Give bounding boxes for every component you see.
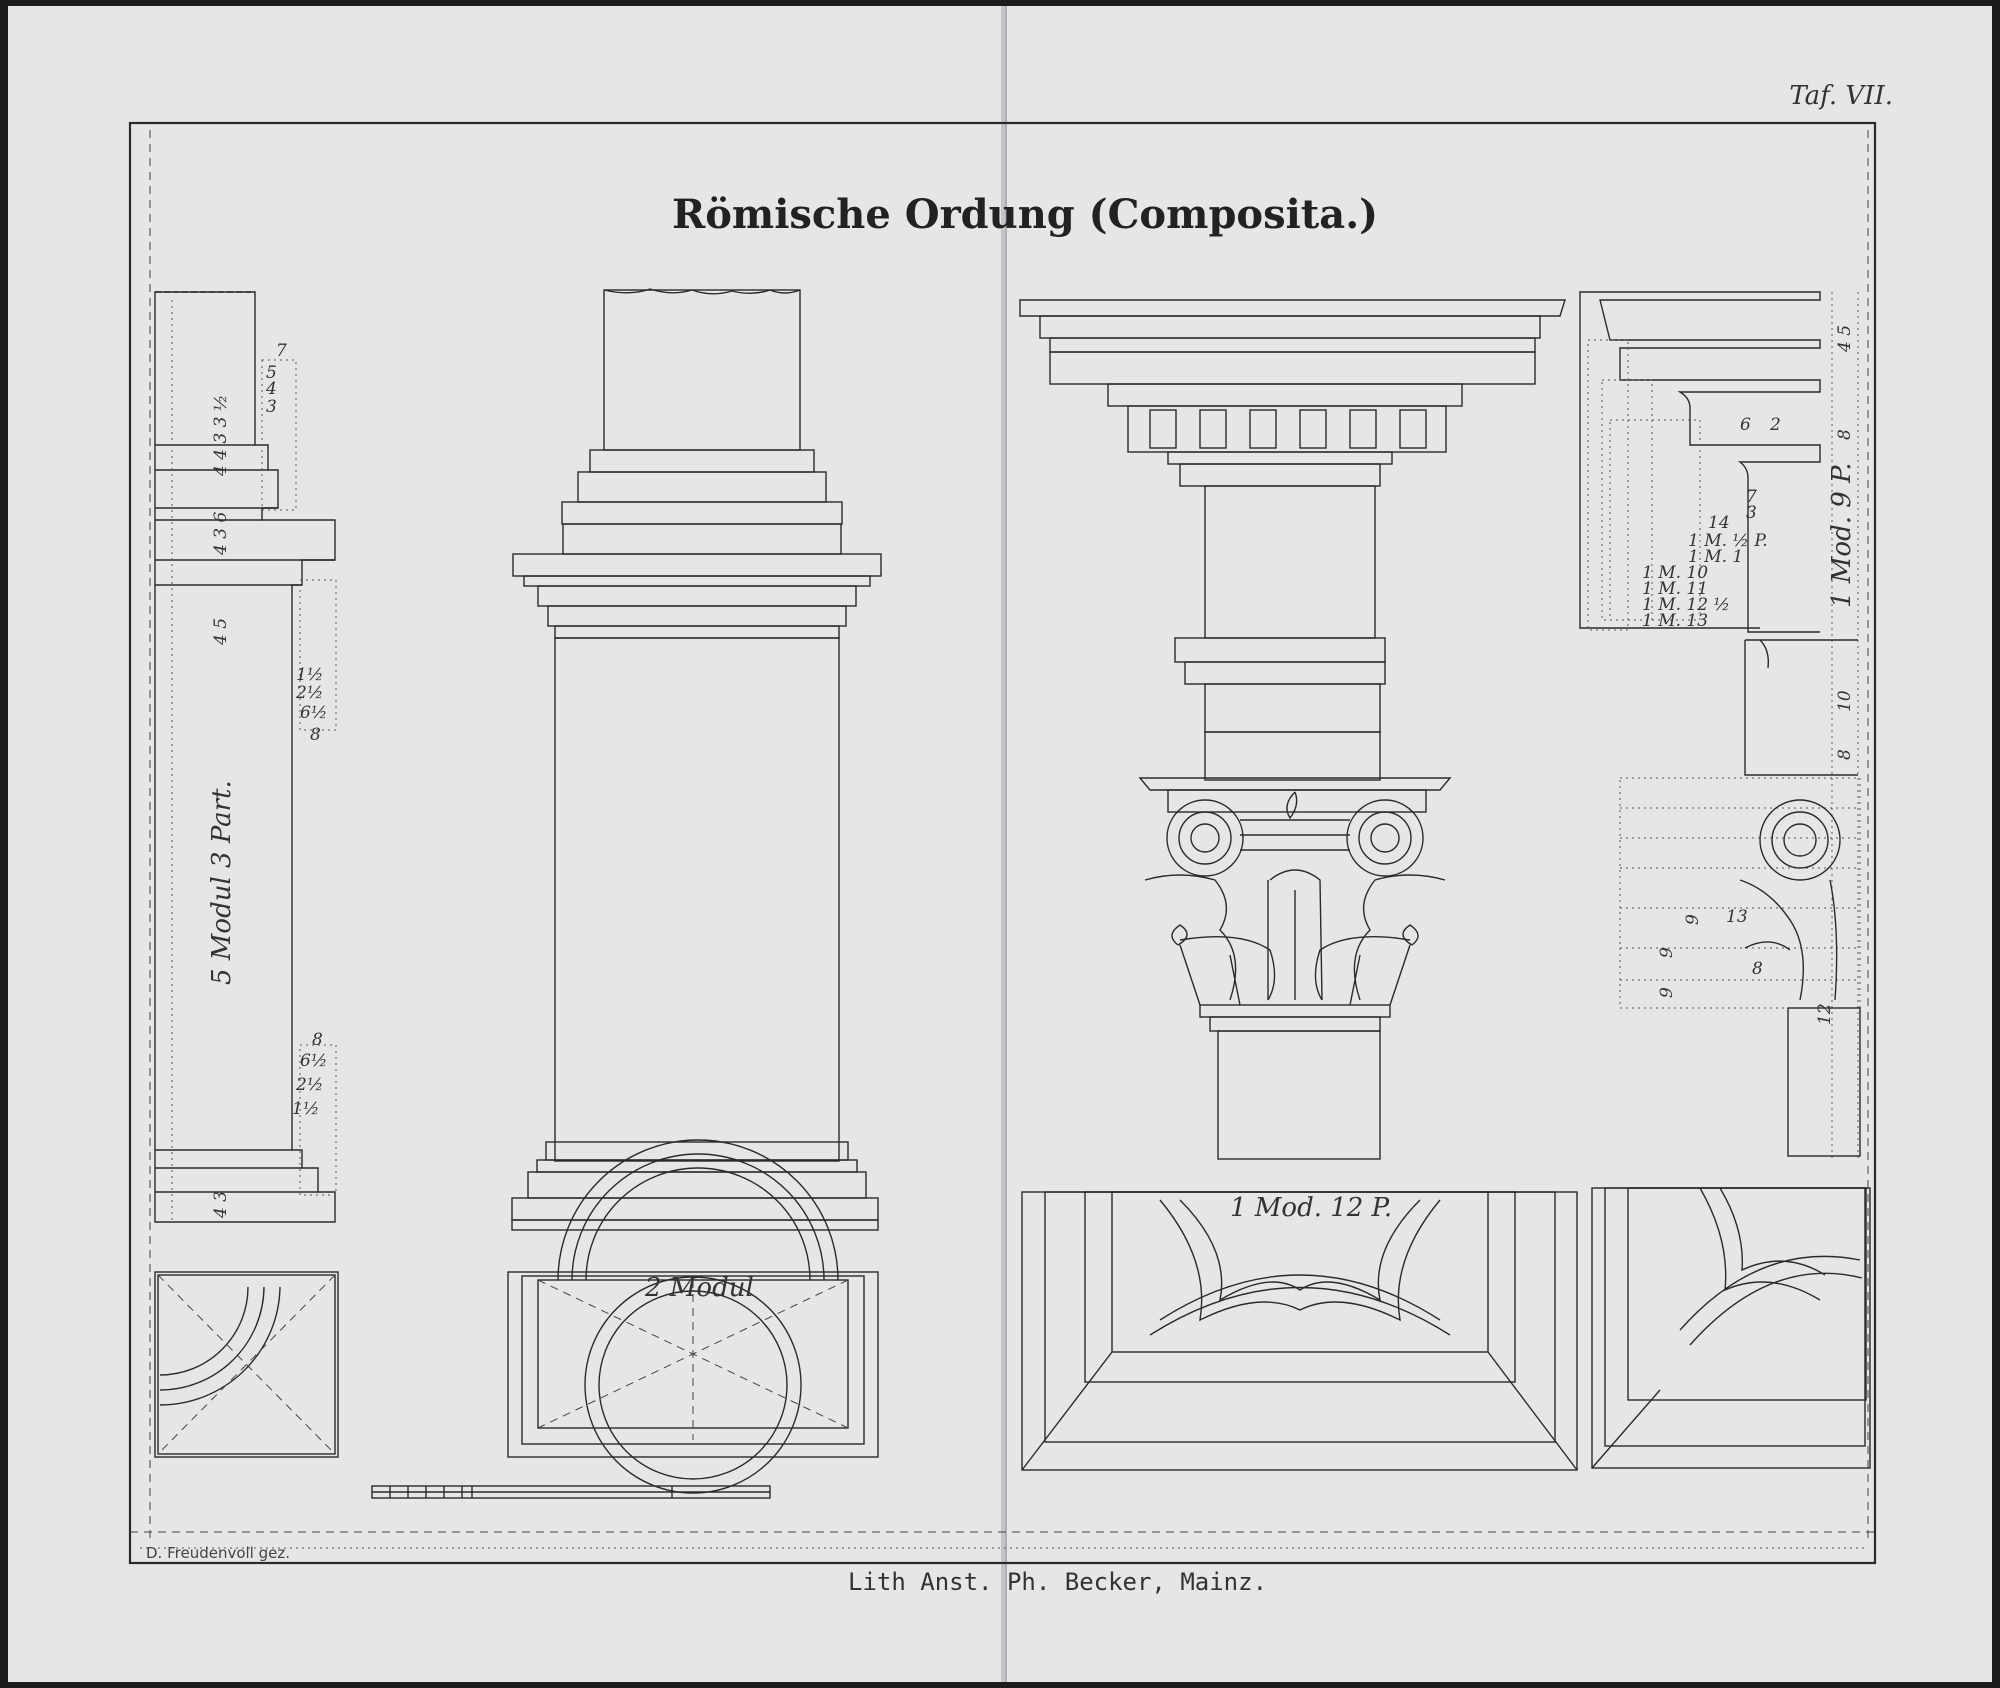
dim-lower-4: 1½ xyxy=(292,1099,319,1119)
dim-vert-4: 4 3 xyxy=(211,1191,231,1219)
capital-module-label: 1 Mod. 12 P. xyxy=(1230,1193,1392,1223)
dim-top-7: 7 xyxy=(276,341,287,361)
paper xyxy=(8,6,1992,1682)
dim-shaft-2: 2½ xyxy=(295,683,323,703)
pedestal-elevation xyxy=(511,288,882,1231)
left-base-plan xyxy=(154,1271,339,1458)
dim-cap-9c: 9 xyxy=(1683,914,1703,925)
lithographer-imprint: Lith Anst. Ph. Becker, Mainz. xyxy=(848,1568,1267,1596)
dim-top-3: 3 xyxy=(266,397,277,417)
dim-cap-13: 13 xyxy=(1726,907,1748,927)
right-module-label: 1 Mod. 9 P. xyxy=(1827,462,1857,608)
dim-r-14: 14 xyxy=(1708,513,1730,533)
dim-r-mod-4: 1 M. 11 xyxy=(1642,579,1708,599)
capital-plan-right xyxy=(1591,1187,1871,1469)
dim-lower-3: 2½ xyxy=(295,1075,323,1095)
plate-number: Taf. VII. xyxy=(1789,81,1893,111)
dim-r-vert-1: 4 5 xyxy=(1835,325,1855,353)
entablature-elevation xyxy=(1019,299,1566,781)
dim-cap-9b: 9 xyxy=(1657,947,1677,958)
composite-capital xyxy=(1138,777,1452,1160)
scale-bar xyxy=(371,1485,771,1499)
dim-vert-1: 4 4 3 3 ½ xyxy=(211,395,231,477)
drawing-frame xyxy=(128,121,1877,1565)
dim-r-6: 6 xyxy=(1740,415,1751,435)
dim-r-2: 2 xyxy=(1769,415,1781,435)
dim-top-4: 4 xyxy=(265,379,277,399)
dim-r-mod-1: 1 M. ½ P. xyxy=(1688,531,1768,551)
dim-vert-2: 4 3 6 xyxy=(211,512,231,556)
dim-shaft-1: 1½ xyxy=(296,665,323,685)
left-height-label: 5 Modul 3 Part. xyxy=(207,780,237,985)
capital-plan: 1 Mod. 12 P. xyxy=(1021,1191,1578,1471)
dim-lower-1: 8 xyxy=(312,1030,323,1050)
dim-r-vert-2: 8 xyxy=(1835,429,1855,440)
dim-shaft-3: 6½ xyxy=(300,703,327,723)
dim-r-mod-5: 1 M. 12 ½ xyxy=(1642,595,1730,615)
plate-title: Römische Ordung (Composita.) xyxy=(672,191,1378,238)
draftsman-credit: D. Freudenvoll gez. xyxy=(146,1544,290,1562)
dim-r-7: 7 xyxy=(1746,487,1757,507)
left-dimension-ladder: 7 5 4 3 1½ 2½ 6½ 8 8 6½ 2½ 1½ 4 4 3 3 ½ … xyxy=(207,341,337,1219)
dim-r-mod-6: 1 M. 13 xyxy=(1642,611,1708,631)
dim-r-3: 3 xyxy=(1746,503,1757,523)
left-column-elevation xyxy=(154,291,336,1223)
pedestal-plan: 2 Modul xyxy=(507,1139,879,1494)
dim-shaft-4: 8 xyxy=(310,725,321,745)
dim-r-vert-4: 10 xyxy=(1835,690,1855,712)
dim-vert-3: 4 5 xyxy=(211,618,231,646)
dim-cap-9a: 9 xyxy=(1657,987,1677,998)
dim-r-mod-3: 1 M. 10 xyxy=(1642,563,1708,583)
dim-r-mod-2: 1 M. 1 xyxy=(1688,547,1743,567)
dim-cap-8: 8 xyxy=(1752,959,1763,979)
entablature-profile xyxy=(1579,291,1859,1160)
dim-lower-2: 6½ xyxy=(300,1051,327,1071)
dim-r-vert-5: 8 xyxy=(1835,749,1855,760)
right-dimension-ladder: 6 2 7 3 14 1 M. ½ P. 1 M. 1 1 M. 10 1 M.… xyxy=(1642,325,1857,760)
base-width-label: 2 Modul xyxy=(644,1273,754,1303)
capital-profile: 13 8 9 9 9 12 xyxy=(1619,639,1861,1157)
dim-top-5: 5 xyxy=(266,363,277,383)
dim-cap-12: 12 xyxy=(1815,1003,1835,1025)
